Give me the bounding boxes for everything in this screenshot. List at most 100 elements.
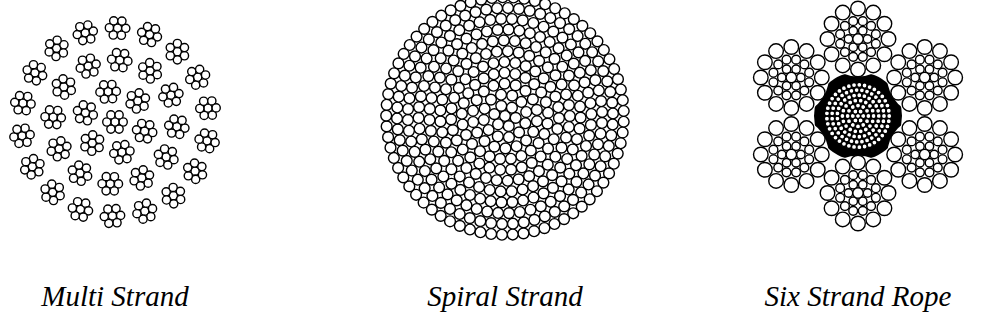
- wire: [113, 142, 121, 150]
- wire: [162, 196, 170, 204]
- wire: [881, 113, 886, 118]
- wire: [496, 89, 507, 100]
- wire: [123, 155, 131, 163]
- wire: [144, 179, 152, 187]
- wire: [168, 147, 176, 155]
- wire: [198, 171, 206, 179]
- wire: [63, 142, 71, 150]
- wire: [574, 123, 585, 134]
- wire: [491, 46, 502, 57]
- wire: [407, 82, 418, 93]
- wire: [948, 70, 963, 85]
- wire: [851, 82, 856, 87]
- wire: [915, 168, 924, 177]
- wire: [881, 186, 896, 201]
- wire: [37, 63, 45, 71]
- wire: [858, 52, 867, 61]
- wire: [500, 143, 511, 154]
- wire: [518, 228, 529, 239]
- wire: [877, 47, 892, 62]
- wire: [938, 155, 947, 164]
- wire: [414, 102, 425, 113]
- wire: [468, 105, 479, 116]
- wire: [784, 40, 799, 55]
- wire: [593, 85, 604, 96]
- wire: [402, 115, 413, 126]
- wire: [133, 210, 141, 218]
- wire: [474, 17, 485, 28]
- wire: [381, 110, 392, 121]
- wire: [769, 174, 784, 189]
- wire: [488, 69, 499, 80]
- wire: [146, 59, 154, 67]
- wire: [815, 147, 830, 162]
- figure-caption: Six Strand Rope: [765, 280, 952, 312]
- wire: [596, 96, 607, 107]
- wire: [840, 113, 845, 118]
- wire: [52, 79, 60, 87]
- wire: [488, 80, 499, 91]
- wire: [491, 175, 502, 186]
- wire: [498, 35, 509, 46]
- wire: [166, 52, 174, 60]
- wire: [549, 206, 560, 217]
- wire: [49, 139, 57, 147]
- wire: [584, 130, 595, 141]
- wire: [437, 94, 448, 105]
- wire: [504, 208, 515, 219]
- wire: [933, 86, 942, 95]
- wire: [887, 113, 892, 118]
- wire: [830, 116, 835, 121]
- wire: [851, 216, 866, 231]
- wire: [769, 121, 784, 136]
- wire: [507, 229, 518, 240]
- wire: [851, 144, 856, 149]
- wire: [561, 132, 572, 143]
- wire: [778, 73, 786, 81]
- wire: [140, 102, 148, 110]
- wire: [542, 159, 553, 170]
- wire: [446, 103, 457, 114]
- wire: [414, 156, 425, 167]
- wire: [885, 103, 890, 108]
- wire: [867, 176, 876, 185]
- wire: [485, 196, 496, 207]
- wire: [933, 137, 942, 146]
- wire: [518, 217, 529, 228]
- wire: [112, 49, 120, 57]
- wire: [871, 30, 880, 39]
- spiral-strand-section: [381, 0, 629, 240]
- wire: [907, 86, 916, 95]
- wire: [495, 164, 506, 175]
- wire: [496, 13, 507, 24]
- wire: [468, 117, 479, 128]
- wire: [607, 97, 618, 108]
- wire: [41, 185, 49, 193]
- wire: [930, 73, 938, 81]
- wire: [399, 70, 410, 81]
- wire: [499, 67, 510, 78]
- wire: [881, 32, 896, 47]
- wire: [492, 25, 503, 36]
- wire: [586, 120, 597, 131]
- wire: [857, 145, 862, 150]
- wire: [598, 66, 609, 77]
- wire: [758, 85, 773, 100]
- wire: [92, 60, 100, 68]
- wire: [528, 18, 539, 29]
- wire: [82, 199, 90, 207]
- wire: [507, 14, 518, 25]
- wire: [944, 55, 959, 70]
- wire: [886, 119, 891, 124]
- wire: [919, 72, 929, 82]
- wire: [83, 117, 91, 125]
- wire: [496, 100, 507, 111]
- wire: [805, 68, 814, 77]
- wire: [938, 68, 947, 77]
- wire: [933, 174, 948, 189]
- wire: [933, 44, 948, 59]
- wire: [517, 15, 528, 26]
- caption-slot: Spiral Strand: [355, 280, 655, 313]
- wire: [543, 107, 554, 118]
- strand-ground: [887, 40, 962, 115]
